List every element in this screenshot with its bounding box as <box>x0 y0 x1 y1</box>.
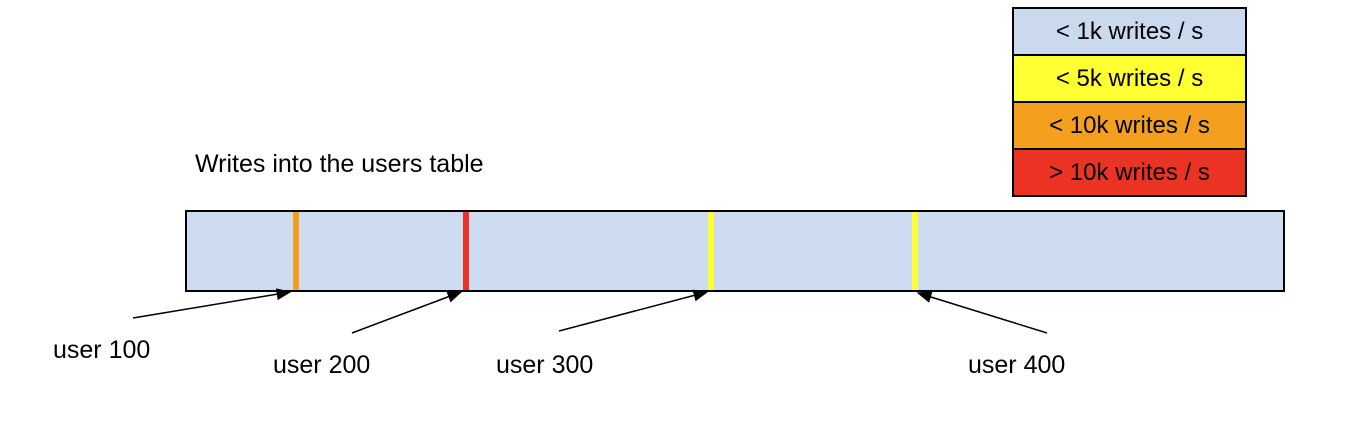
legend-item-label: < 1k writes / s <box>1055 17 1204 45</box>
legend-item-label: > 10k writes / s <box>1049 158 1210 186</box>
legend-item: < 5k writes / s <box>1014 54 1245 101</box>
legend-item: > 10k writes / s <box>1014 148 1245 195</box>
users-table-bar <box>185 210 1285 292</box>
write-rate-marker-user-300 <box>707 212 714 290</box>
user-label-user-100: user 100 <box>53 336 151 364</box>
callout-arrow-user-100 <box>132 288 292 319</box>
user-label-user-400: user 400 <box>968 351 1066 379</box>
user-label-user-200: user 200 <box>273 351 371 379</box>
legend-item-label: < 10k writes / s <box>1049 111 1210 139</box>
callout-arrow-user-200 <box>351 291 463 334</box>
legend-item: < 1k writes / s <box>1014 9 1245 54</box>
legend-item-label: < 5k writes / s <box>1055 64 1204 92</box>
write-rate-marker-user-100 <box>292 212 299 290</box>
callout-arrow-user-300 <box>558 289 709 332</box>
write-rate-marker-user-200 <box>462 212 469 290</box>
callout-arrow-user-400 <box>916 291 1048 334</box>
diagram-title: Writes into the users table <box>195 150 484 178</box>
legend: < 1k writes / s < 5k writes / s < 10k writ… <box>1012 7 1247 197</box>
legend-item: < 10k writes / s <box>1014 101 1245 148</box>
user-label-user-300: user 300 <box>496 351 594 379</box>
write-rate-marker-user-400 <box>912 212 918 290</box>
